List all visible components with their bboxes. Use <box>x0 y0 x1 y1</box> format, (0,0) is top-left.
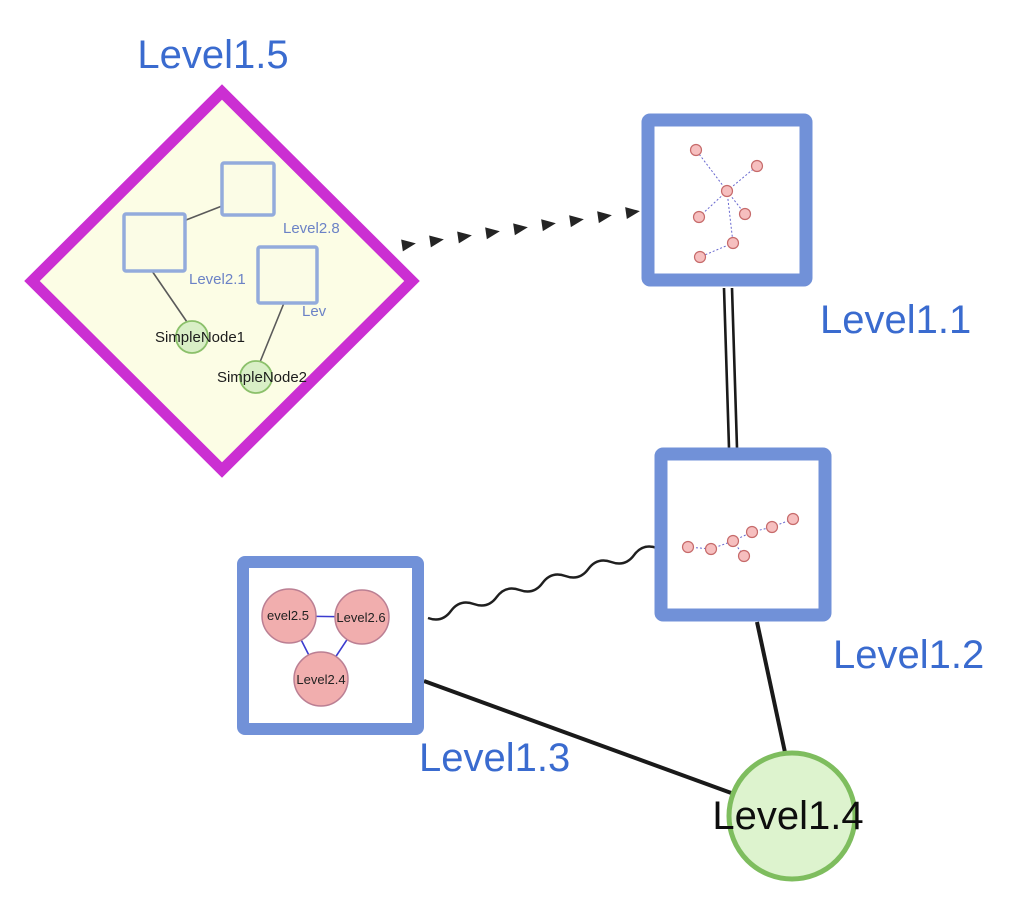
mini-graph-node[interactable] <box>737 549 751 563</box>
mini-graph-node[interactable] <box>765 520 779 534</box>
node-level2-4-label: Level2.4 <box>296 672 345 687</box>
mini-edge <box>726 165 758 192</box>
edge-arrow-dash[interactable] <box>625 205 641 220</box>
node-level1-4-label: Level1.4 <box>712 794 863 838</box>
node-level2-5[interactable] <box>261 588 317 644</box>
mini-edge <box>695 149 728 192</box>
mini-edge <box>726 190 734 244</box>
node-simplenode2[interactable] <box>239 360 273 394</box>
edge-level1-1-to-level1-2[interactable] <box>722 287 739 449</box>
edge-level1-3-to-level1-4[interactable] <box>423 679 746 800</box>
node-level2-5-label: evel2.5 <box>267 608 309 623</box>
node-level2-1[interactable] <box>122 212 187 273</box>
mini-graph-node[interactable] <box>681 540 695 554</box>
mini-graph-node[interactable] <box>786 512 800 526</box>
mini-graph-level1-1-nodes <box>689 143 764 264</box>
mini-graph-node[interactable] <box>693 250 707 264</box>
edge-arrow-dash[interactable] <box>429 233 445 248</box>
edge-arrow-dash[interactable] <box>569 213 585 228</box>
node-level2-trunc-label: Lev <box>302 303 327 320</box>
mini-graph-node[interactable] <box>689 143 703 157</box>
node-simplenode2-label: SimpleNode2 <box>217 369 307 386</box>
node-level2-4[interactable] <box>293 651 349 707</box>
edge-arrow-dash[interactable] <box>597 209 613 224</box>
node-level2-trunc[interactable] <box>256 245 319 305</box>
mini-graph-node[interactable] <box>726 236 740 250</box>
mini-edge <box>732 540 745 557</box>
mini-graph-node[interactable] <box>750 159 764 173</box>
mini-graph-node[interactable] <box>692 210 706 224</box>
edge-level1-5-to-level1-1[interactable] <box>401 205 641 252</box>
group-node-level1-2: Level1.2 <box>654 447 984 677</box>
node-level1-2[interactable] <box>654 447 832 622</box>
node-level1-4[interactable] <box>726 750 858 882</box>
node-level2-1-label: Level2.1 <box>189 271 246 288</box>
group-node-level1-1: Level1.1 <box>641 113 971 342</box>
node-level2-6[interactable] <box>334 589 390 645</box>
mini-graph-node[interactable] <box>720 184 734 198</box>
edge-level1-3-to-level1-2[interactable] <box>427 545 658 621</box>
edge-arrow-dash[interactable] <box>513 221 529 236</box>
mini-graph-node[interactable] <box>704 542 718 556</box>
group-node-level1-3: evel2.5 Level2.6 Level2.4 Level1.3 <box>237 556 570 780</box>
node-level1-3-label: Level1.3 <box>419 736 570 780</box>
node-level1-2-label: Level1.2 <box>833 633 984 677</box>
mini-graph-node[interactable] <box>738 207 752 221</box>
node-simplenode1[interactable] <box>175 320 209 354</box>
edge-arrow-dash[interactable] <box>541 217 557 232</box>
edge-level2-8-to-level2-1[interactable] <box>185 205 223 221</box>
edge-level2-1-to-simplenode1[interactable] <box>151 270 188 323</box>
mini-graph-level1-2-nodes <box>681 512 800 563</box>
group-node-level1-4: Level1.4 <box>712 750 864 882</box>
edge-arrow-dash[interactable] <box>457 229 473 244</box>
edge-double-line-right[interactable] <box>730 287 739 449</box>
node-level1-5-diamond[interactable] <box>24 84 420 478</box>
edge-arrow-dash[interactable] <box>485 225 501 240</box>
edge-arrow-dash[interactable] <box>401 237 417 252</box>
node-level2-8[interactable] <box>220 161 276 217</box>
node-level2-6-label: Level2.6 <box>336 610 385 625</box>
node-level2-8-label: Level2.8 <box>283 220 340 237</box>
mini-graph-node[interactable] <box>745 525 759 539</box>
edge-level2-trunc-to-simplenode2[interactable] <box>259 302 285 363</box>
edge-level1-2-to-level1-4[interactable] <box>755 621 788 758</box>
mini-graph-node[interactable] <box>726 534 740 548</box>
node-simplenode1-label: SimpleNode1 <box>155 329 245 346</box>
node-level1-5-label: Level1.5 <box>137 33 288 77</box>
group-node-level1-5: Level1.5 Level2.8 Level2.1 Lev SimpleNod… <box>24 33 420 478</box>
node-level1-1[interactable] <box>641 113 813 287</box>
node-level1-1-label: Level1.1 <box>820 298 971 342</box>
edge-double-line-left[interactable] <box>722 287 731 449</box>
